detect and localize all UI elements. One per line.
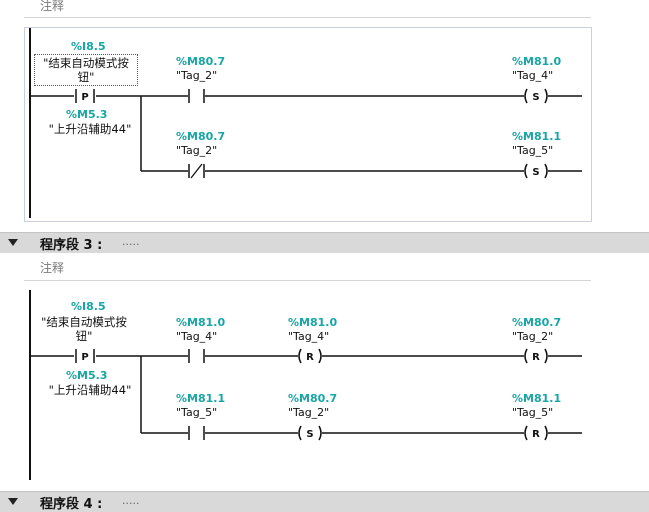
svg-text:R: R bbox=[532, 429, 540, 440]
coil-address[interactable]: %M80.7 bbox=[512, 316, 562, 329]
no-contact-icon[interactable] bbox=[186, 425, 208, 441]
svg-text:P: P bbox=[81, 352, 88, 363]
positive-edge-contact-icon[interactable]: P bbox=[74, 348, 96, 364]
contact-address[interactable]: %M81.0 bbox=[176, 316, 226, 329]
nc-contact-icon[interactable] bbox=[186, 163, 208, 179]
collapse-arrow-icon[interactable] bbox=[8, 239, 18, 246]
contact-tag-name[interactable]: "Tag_5" bbox=[176, 406, 218, 419]
trigger-address[interactable]: %I8.5 bbox=[71, 300, 106, 313]
network-comment[interactable]: 注释 bbox=[40, 0, 65, 13]
set-coil-icon[interactable]: S bbox=[522, 163, 550, 179]
svg-text:S: S bbox=[532, 92, 539, 103]
contact-address[interactable]: %M80.7 bbox=[176, 55, 226, 68]
coil-tag-name[interactable]: "Tag_4" bbox=[288, 330, 330, 343]
positive-edge-contact-icon[interactable]: P bbox=[74, 88, 96, 104]
segment-title: 程序段 3 : bbox=[40, 238, 103, 253]
contact-address[interactable]: %M81.1 bbox=[176, 392, 226, 405]
contact-tag-name[interactable]: "Tag_2" bbox=[176, 69, 218, 82]
no-contact-icon[interactable] bbox=[186, 348, 208, 364]
svg-text:P: P bbox=[81, 92, 88, 103]
collapse-arrow-icon[interactable] bbox=[8, 498, 18, 505]
coil-address[interactable]: %M80.7 bbox=[288, 392, 338, 405]
coil-address[interactable]: %M81.0 bbox=[512, 55, 562, 68]
svg-text:R: R bbox=[532, 352, 540, 363]
comment-underline bbox=[24, 280, 591, 281]
segment-comment[interactable]: ..... bbox=[122, 235, 140, 248]
segment-comment[interactable]: ..... bbox=[122, 494, 140, 507]
set-coil-icon[interactable]: S bbox=[522, 88, 550, 104]
coil-tag-name[interactable]: "Tag_2" bbox=[288, 406, 330, 419]
reset-coil-icon[interactable]: R bbox=[522, 348, 550, 364]
set-coil-icon[interactable]: S bbox=[296, 425, 324, 441]
segment-3-header[interactable]: 程序段 3 : ..... bbox=[0, 232, 649, 253]
segment-title: 程序段 4 : bbox=[40, 497, 103, 512]
reset-coil-icon[interactable]: R bbox=[296, 348, 324, 364]
network-comment[interactable]: 注释 bbox=[40, 261, 65, 275]
edge-memory-name[interactable]: "上升沿辅助44" bbox=[48, 383, 132, 397]
coil-tag-name[interactable]: "Tag_2" bbox=[512, 330, 554, 343]
svg-text:S: S bbox=[532, 167, 539, 178]
coil-address[interactable]: %M81.1 bbox=[512, 392, 562, 405]
coil-address[interactable]: %M81.0 bbox=[288, 316, 338, 329]
edge-memory-name[interactable]: "上升沿辅助44" bbox=[48, 122, 132, 136]
trigger-address[interactable]: %I8.5 bbox=[71, 40, 106, 53]
edge-memory-address[interactable]: %M5.3 bbox=[66, 369, 108, 382]
contact-address[interactable]: %M80.7 bbox=[176, 130, 226, 143]
coil-tag-name[interactable]: "Tag_5" bbox=[512, 406, 554, 419]
comment-underline bbox=[24, 17, 591, 18]
trigger-tag-name[interactable]: "结束自动模式按钮" bbox=[34, 54, 138, 86]
coil-tag-name[interactable]: "Tag_5" bbox=[512, 144, 554, 157]
no-contact-icon[interactable] bbox=[186, 88, 208, 104]
svg-text:R: R bbox=[306, 352, 314, 363]
svg-text:S: S bbox=[306, 429, 313, 440]
trigger-tag-name[interactable]: "结束自动模式按钮" bbox=[41, 315, 127, 343]
contact-tag-name[interactable]: "Tag_2" bbox=[176, 144, 218, 157]
contact-tag-name[interactable]: "Tag_4" bbox=[176, 330, 218, 343]
reset-coil-icon[interactable]: R bbox=[522, 425, 550, 441]
edge-memory-address[interactable]: %M5.3 bbox=[66, 108, 108, 121]
segment-4-header[interactable]: 程序段 4 : ..... bbox=[0, 491, 649, 512]
coil-address[interactable]: %M81.1 bbox=[512, 130, 562, 143]
coil-tag-name[interactable]: "Tag_4" bbox=[512, 69, 554, 82]
